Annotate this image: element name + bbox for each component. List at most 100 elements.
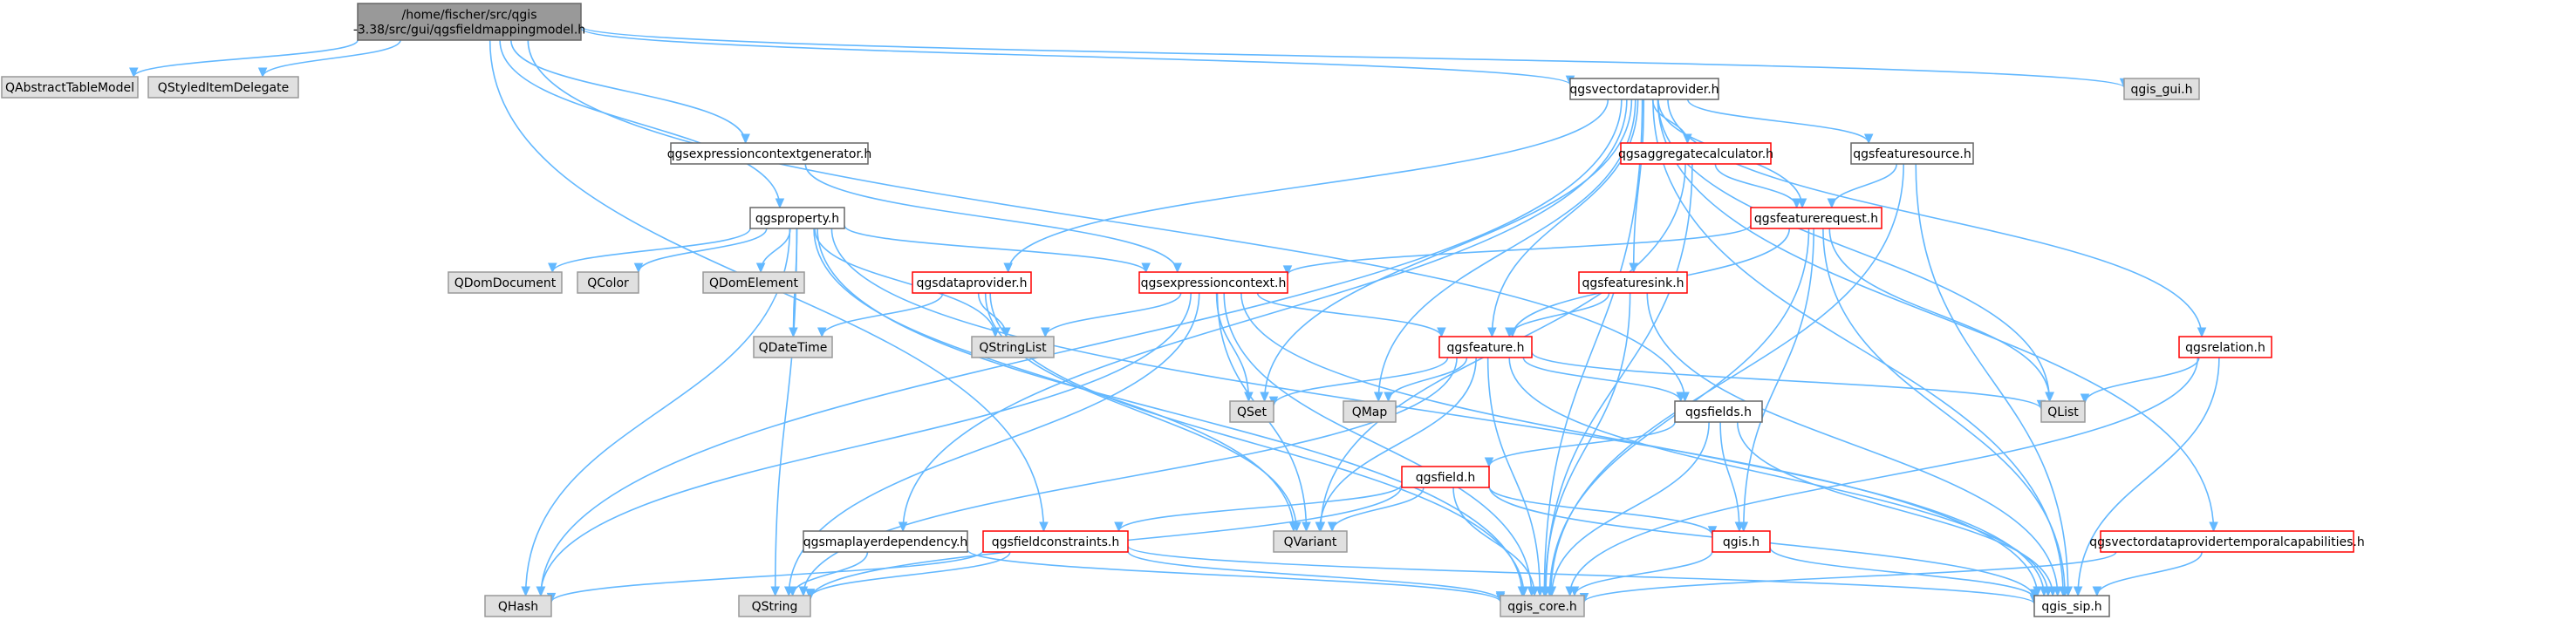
edge-arrowhead	[2047, 586, 2058, 597]
edge-arrowhead	[1519, 586, 1529, 597]
edge-arrowhead	[2092, 586, 2102, 597]
edge-arrowhead	[1327, 521, 1337, 533]
node-qgsexpressioncontext[interactable]: qgsexpressioncontext.h	[1138, 271, 1288, 294]
node-qabstracttablemodel[interactable]: QAbstractTableModel	[1, 76, 139, 99]
node-label: QVariant	[1284, 535, 1337, 549]
edge-arrowhead	[1505, 327, 1514, 338]
edge-arrowhead	[1487, 327, 1497, 338]
edge-arrowhead	[775, 198, 785, 209]
node-label: qgsmaplayerdependency.h	[803, 535, 968, 549]
node-qgis[interactable]: qgis.h	[1712, 530, 1771, 553]
edge-qgsexpressioncontext-to-qhash	[539, 292, 1192, 596]
edge-qgsfeature-to-qgis_core	[1486, 357, 1541, 596]
node-qgsvectordataprovidertemporalcapabilities[interactable]: qgsvectordataprovidertemporalcapabilitie…	[2089, 530, 2365, 553]
edge-qgsvectordataprovidertemporalcapabilities-to-qgis_sip	[2096, 551, 2203, 596]
node-qhash[interactable]: QHash	[484, 595, 552, 617]
edge-arrowhead	[1282, 265, 1293, 276]
node-box	[1343, 400, 1397, 423]
node-box	[1620, 142, 1772, 165]
node-box	[971, 336, 1055, 358]
node-qgsfeaturerequest[interactable]: qgsfeaturerequest.h	[1750, 207, 1882, 229]
edge-arrowhead	[1437, 327, 1446, 338]
edge-qgsvectordataprovider-to-qgsrelation	[1667, 99, 2203, 337]
node-label: qgis_sip.h	[2041, 600, 2101, 614]
node-qstring[interactable]: QString	[738, 595, 811, 617]
node-qgsexpressioncontextgenerator[interactable]: qgsexpressioncontextgenerator.h	[667, 142, 872, 165]
node-label: QStringList	[979, 341, 1047, 355]
node-box	[1273, 530, 1348, 553]
node-qgsfeaturesource[interactable]: qgsfeaturesource.h	[1850, 142, 1974, 165]
edge-root-to-qgsfields	[527, 39, 1686, 402]
edge-arrowhead	[633, 262, 644, 274]
node-qdatetime[interactable]: QDateTime	[753, 336, 833, 358]
edge-qgsrelation-to-qgis_core	[1568, 357, 2199, 596]
node-box	[1578, 271, 1688, 294]
edge-root-to-qabstracttablemodel	[133, 39, 359, 78]
edge-arrowhead	[1003, 262, 1013, 274]
edge-arrowhead	[1114, 521, 1124, 533]
node-qgis_core[interactable]: qgis_core.h	[1500, 595, 1585, 617]
node-qgsproperty[interactable]: qgsproperty.h	[749, 207, 845, 229]
node-qstringlist[interactable]: QStringList	[971, 336, 1055, 358]
edge-arrowhead	[770, 586, 780, 597]
edge-arrowhead	[2080, 393, 2090, 405]
edge-qgsfeature-to-qmap	[1387, 357, 1468, 402]
edge-arrowhead	[1676, 392, 1685, 403]
node-qdomelement[interactable]: QDomElement	[702, 271, 805, 294]
edge-qgsfeature-to-qgsfields	[1522, 357, 1682, 402]
node-qgsrelation[interactable]: qgsrelation.h	[2178, 336, 2272, 358]
edge-arrowhead	[521, 586, 530, 597]
node-label: QStyledItemDelegate	[158, 81, 289, 95]
node-qgsfeature[interactable]: qgsfeature.h	[1438, 336, 1533, 358]
node-qgsmaplayerdependency[interactable]: qgsmaplayerdependency.h	[803, 530, 968, 553]
edge-arrowhead	[1863, 133, 1874, 145]
node-label: qgsfield.h	[1416, 471, 1476, 485]
edge-arrowhead	[1384, 392, 1393, 403]
node-qmap[interactable]: QMap	[1343, 400, 1397, 423]
edge-qgsexpressioncontext-to-qgsfeature	[1256, 292, 1443, 337]
node-label: qgis_gui.h	[2131, 83, 2193, 97]
node-qset[interactable]: QSet	[1229, 400, 1274, 423]
edge-qgsfields-to-qgis_sip	[1736, 421, 2054, 596]
edge-root-to-qgis_gui	[580, 25, 2125, 88]
edge-qgsfieldconstraints-to-qhash	[550, 549, 984, 603]
edge-qgsproperty-to-qcolor	[638, 228, 768, 273]
edge-qgsfields-to-qgsfield	[1488, 421, 1676, 467]
node-box	[749, 207, 845, 229]
node-qvariant[interactable]: QVariant	[1273, 530, 1348, 553]
node-qlist[interactable]: QList	[2040, 400, 2086, 423]
edge-qgsfield-to-qgis_core	[1452, 487, 1535, 596]
edge-arrowhead	[2060, 586, 2070, 597]
edge-arrowhead	[755, 262, 766, 274]
node-box	[1229, 400, 1274, 423]
edge-root-to-qgsexpressioncontextgenerator	[510, 39, 747, 144]
node-qgsvectordataprovider[interactable]: qgsvectordataprovider.h	[1569, 78, 1719, 100]
node-qdomdocument[interactable]: QDomDocument	[448, 271, 563, 294]
edge-arrowhead	[1039, 521, 1049, 533]
node-qgsfeaturesink[interactable]: qgsfeaturesink.h	[1578, 271, 1688, 294]
edge-qgsproperty-to-qgsexpressioncontext	[844, 225, 1147, 273]
edge-qgsfeature-to-qstring	[803, 357, 1458, 596]
edge-qgsproperty-to-qhash	[524, 228, 791, 596]
edge-qgsfield-to-qgsfieldconstraints	[1117, 483, 1403, 532]
node-qstyleditemdelegate[interactable]: QStyledItemDelegate	[147, 76, 299, 99]
node-box	[738, 595, 811, 617]
edge-qgsexpressioncontextgenerator-to-qgsexpressioncontext	[804, 163, 1179, 273]
node-qgis_sip[interactable]: qgis_sip.h	[2033, 595, 2110, 617]
edge-arrowhead	[1141, 262, 1151, 274]
edge-arrowhead	[1797, 198, 1807, 209]
node-qcolor[interactable]: QColor	[577, 271, 639, 294]
edge-qgsfeaturesink-to-qgsfeature	[1508, 292, 1610, 337]
node-qgsaggregatecalculator[interactable]: qgsaggregatecalculator.h	[1618, 142, 1773, 165]
node-qgis_gui[interactable]: qgis_gui.h	[2123, 78, 2200, 100]
node-box	[448, 271, 563, 294]
node-label: qgsexpressioncontext.h	[1141, 276, 1287, 290]
node-qgsfields[interactable]: qgsfields.h	[1674, 400, 1763, 423]
node-qgsfield[interactable]: qgsfield.h	[1401, 466, 1490, 488]
edge-arrowhead	[129, 67, 139, 78]
node-qgsdataprovider[interactable]: qgsdataprovider.h	[912, 271, 1032, 294]
node-label: /home/fischer/src/qgis	[401, 9, 536, 23]
node-qgsfieldconstraints[interactable]: qgsfieldconstraints.h	[982, 530, 1129, 553]
node-label: qgsvectordataprovider.h	[1569, 83, 1718, 97]
